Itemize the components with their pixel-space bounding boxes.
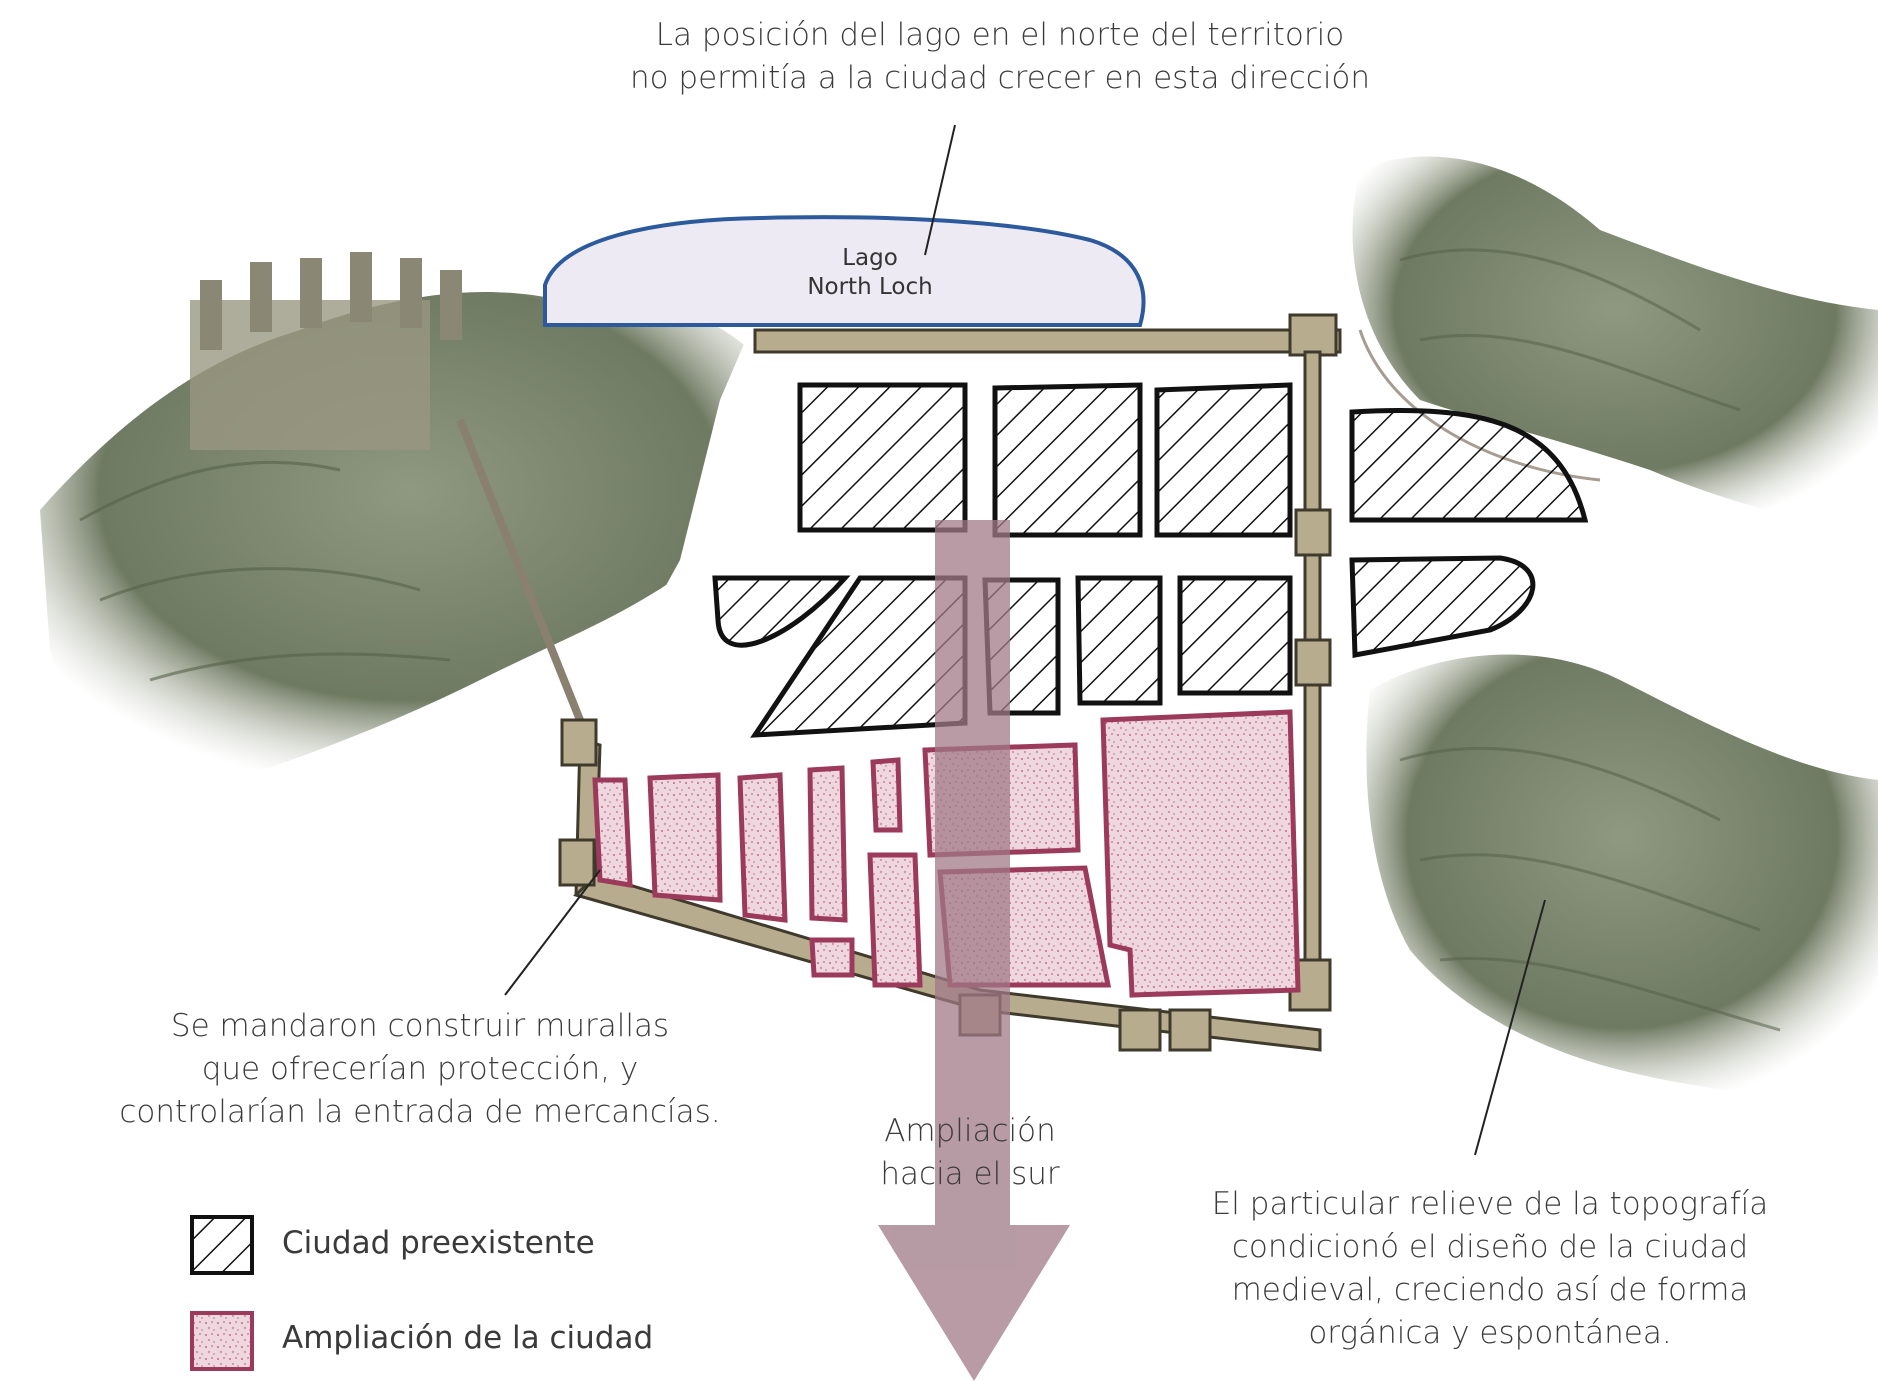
annotation-topo-line2: condicionó el diseño de la ciudad [1190, 1226, 1790, 1269]
lake-label-line2: North Loch [780, 273, 960, 302]
annotation-north-line2: no permitía a la ciudad crecer en esta d… [560, 57, 1440, 100]
lake-label-line1: Lago [780, 244, 960, 273]
annotation-topo-line4: orgánica y espontánea. [1190, 1312, 1790, 1355]
annotation-south-line1: Ampliación [850, 1110, 1090, 1153]
legend-label-expansion: Ampliación de la ciudad [282, 1320, 653, 1356]
annotation-south-arrow: Ampliación hacia el sur [850, 1110, 1090, 1196]
annotation-walls-line2: que ofrecerían protección, y [90, 1048, 750, 1091]
annotation-north-line1: La posición del lago en el norte del ter… [560, 14, 1440, 57]
annotation-topo-line3: medieval, creciendo así de forma [1190, 1269, 1790, 1312]
legend-label-existing: Ciudad preexistente [282, 1225, 595, 1261]
annotation-south-line2: hacia el sur [850, 1153, 1090, 1196]
annotation-walls: Se mandaron construir murallas que ofrec… [90, 1005, 750, 1134]
annotation-topography: El particular relieve de la topografía c… [1190, 1183, 1790, 1355]
annotation-north-lake: La posición del lago en el norte del ter… [560, 14, 1440, 100]
lake-label: Lago North Loch [780, 244, 960, 302]
annotation-walls-line3: controlarían la entrada de mercancías. [90, 1091, 750, 1134]
annotation-topo-line1: El particular relieve de la topografía [1190, 1183, 1790, 1226]
annotation-walls-line1: Se mandaron construir murallas [90, 1005, 750, 1048]
